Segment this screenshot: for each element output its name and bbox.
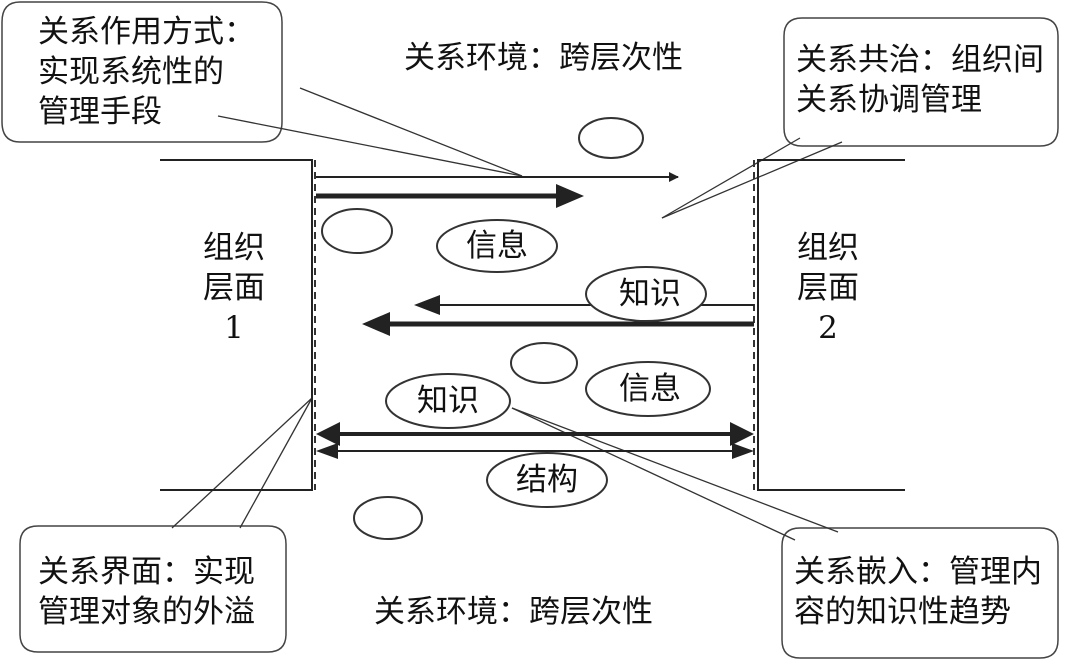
callout-pointer-bottom-right <box>511 407 839 541</box>
org-level-2-line1: 组织 <box>797 230 859 266</box>
org-level-2-label: 组织 层面 2 <box>790 228 866 348</box>
ellipse-info-mid-shape <box>585 361 711 417</box>
callout-top-right-text: 关系共治：组织间 关系协调管理 <box>796 42 1044 118</box>
callout-bubble-bottom-right <box>781 527 1059 659</box>
arrow-flow-back-thick <box>362 312 754 336</box>
ellipse-info-mid-label: 信息 <box>619 371 681 407</box>
ellipse-structure-shape <box>486 452 608 508</box>
ellipse-info-top-shape <box>436 219 558 273</box>
ellipse-knowledge-right-label: 知识 <box>619 276 681 312</box>
org-level-2-line3: 2 <box>818 310 838 346</box>
callout-bottom-left-text: 关系界面：实现 管理对象的外溢 <box>38 554 255 630</box>
ellipse-knowledge-left-shape <box>385 373 511 429</box>
callout-bubble-top-left <box>1 1 283 143</box>
environment-label-bottom: 关系环境：跨层次性 <box>374 594 653 630</box>
org-level-1-line3: 1 <box>224 310 244 346</box>
ellipse-info-top-label: 信息 <box>466 228 528 264</box>
org-level-1-line1: 组织 <box>203 230 265 266</box>
empty-ellipse-3 <box>510 342 578 384</box>
callout-pointer-top-left <box>217 87 523 177</box>
callout-pointer-top-right <box>661 137 843 219</box>
arrow-flow-top-thick <box>316 184 584 208</box>
empty-ellipse-4 <box>353 496 423 540</box>
arrow-bidirectional-lower <box>316 443 754 459</box>
org-level-1-label: 组织 层面 1 <box>196 228 272 348</box>
ellipse-structure-label: 结构 <box>516 462 578 498</box>
callout-top-left-text: 关系作用方式： 实现系统性的 管理手段 <box>38 14 255 130</box>
empty-ellipse-1 <box>578 117 644 159</box>
callout-bubble-bottom-left <box>19 525 287 653</box>
org-level-2-line2: 层面 <box>797 270 859 306</box>
callout-bubble-top-right <box>783 17 1059 147</box>
org-level-1-line2: 层面 <box>203 270 265 306</box>
ellipse-knowledge-left-label: 知识 <box>417 383 479 419</box>
callout-pointer-bottom-left <box>171 397 313 529</box>
ellipse-knowledge-right-shape <box>585 266 707 322</box>
callout-bottom-right-text: 关系嵌入：管理内 容的知识性趋势 <box>794 554 1042 630</box>
arrow-bidirectional-upper <box>316 422 754 446</box>
environment-label-top: 关系环境：跨层次性 <box>404 40 683 76</box>
organization-boundary-left <box>160 159 316 491</box>
empty-ellipse-2 <box>321 208 393 254</box>
organization-boundary-right <box>753 159 905 491</box>
